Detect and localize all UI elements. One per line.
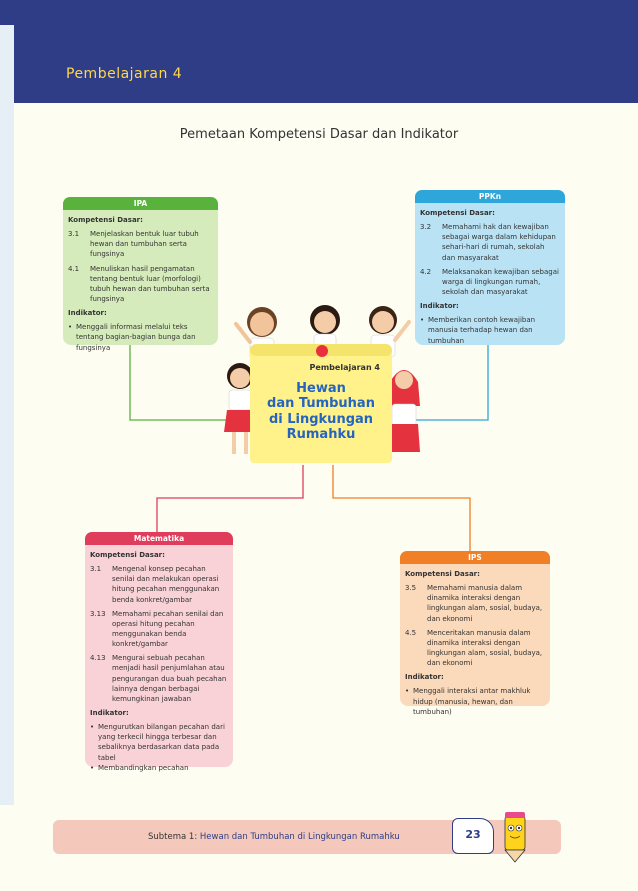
kd-text: Memahami manusia dalam dinamika interaks…: [427, 584, 543, 623]
kd-text: Memahami hak dan kewajiban sebagai warga…: [442, 223, 556, 262]
kd-text: Menceritakan manusia dalam dinamika inte…: [427, 628, 543, 668]
list-item: • Mengurutkan bilangan pecahan dari yang…: [90, 722, 227, 763]
center-poster: Pembelajaran 4 Hewan dan Tumbuhan di Lin…: [250, 344, 392, 463]
child-illustration-girl-left: [224, 363, 256, 454]
list-item: 3.1 Menjelaskan bentuk luar tubuh hewan …: [68, 229, 212, 259]
list-item: 3.2 Memahami hak dan kewajiban sebagai w…: [420, 222, 559, 263]
list-item: 4.13 Mengurai sebuah pecahan menjadi has…: [90, 653, 227, 704]
matematika-indicator-label: Indikator:: [90, 708, 129, 717]
list-item: 4.2 Melaksanakan kewajiban sebagai warga…: [420, 267, 559, 297]
bullet-icon: •: [90, 763, 95, 772]
ips-indicator-label: Indikator:: [405, 673, 444, 682]
center-lesson-label: Pembelajaran 4: [309, 363, 380, 372]
ppkn-indicator-label: Indikator:: [420, 302, 459, 311]
bullet-icon: •: [405, 687, 410, 696]
center-title-line: dan Tumbuhan: [267, 396, 375, 412]
center-title-line: di Lingkungan: [268, 411, 374, 427]
kd-number: 4.2: [420, 267, 432, 276]
kd-number: 3.5: [405, 584, 417, 593]
connector-ips: [332, 465, 471, 551]
list-item: • Membandingkan pecahan: [90, 763, 227, 773]
kd-text: Mengurai sebuah pecahan menjadi hasil pe…: [112, 654, 227, 703]
center-title-line: Hewan: [296, 381, 346, 396]
side-strip: [0, 25, 14, 805]
kd-text: Menjelaskan bentuk luar tubuh hewan dan …: [90, 230, 199, 259]
list-item: 4.5 Menceritakan manusia dalam dinamika …: [405, 628, 544, 669]
list-item: • Memberikan contoh kewajiban manusia te…: [420, 315, 559, 345]
indicator-text: Menggali interaksi antar makhluk hidup (…: [413, 687, 531, 716]
kd-text: Mengenal konsep pecahan senilai dan mela…: [112, 565, 220, 604]
kd-number: 4.13: [90, 654, 106, 663]
indicator-text: Menggali informasi melalui teks tentang …: [76, 323, 196, 352]
indicator-text: Memberikan contoh kewajiban manusia terh…: [428, 316, 536, 345]
list-item: 3.5 Memahami manusia dalam dinamika inte…: [405, 583, 544, 624]
matematika-card: Matematika Kompetensi Dasar: 3.1 Mengena…: [85, 532, 233, 772]
matematika-kd-label: Kompetensi Dasar:: [90, 551, 165, 559]
matematika-title: Matematika: [85, 532, 233, 545]
page-number: 23: [452, 818, 494, 854]
pencil-mascot-icon: [504, 812, 526, 863]
connector-matematika: [156, 465, 304, 532]
list-item: 3.1 Mengenal konsep pecahan senilai dan …: [90, 564, 227, 605]
kd-text: Melaksanakan kewajiban sebagai warga di …: [442, 267, 559, 296]
bullet-icon: •: [68, 323, 73, 332]
center-title-line: Rumahku: [286, 426, 356, 442]
ipa-kd-label: Kompetensi Dasar:: [68, 216, 143, 224]
footer-subtheme: Subtema 1: Hewan dan Tumbuhan di Lingkun…: [148, 832, 400, 842]
ipa-indicator-label: Indikator:: [68, 309, 107, 318]
bullet-icon: •: [420, 316, 425, 325]
child-illustration-girl-hijab: [388, 370, 420, 452]
kd-number: 4.5: [405, 628, 417, 637]
ips-title: IPS: [400, 551, 550, 564]
ips-kd-label: Kompetensi Dasar:: [405, 570, 480, 578]
kd-number: 3.1: [90, 565, 102, 574]
list-item: • Menggali interaksi antar makhluk hidup…: [405, 686, 544, 716]
kd-number: 3.2: [420, 223, 432, 232]
ipa-title: IPA: [63, 197, 218, 210]
kd-text: Memahami pecahan senilai dan operasi hit…: [112, 609, 224, 649]
indicator-text: Mengurutkan bilangan pecahan dari yang t…: [98, 723, 225, 762]
footer-prefix: Subtema 1:: [148, 832, 200, 842]
kd-number: 4.1: [68, 264, 80, 273]
ips-card: IPS Kompetensi Dasar: 3.5 Memahami manus…: [400, 551, 550, 716]
page-title: Pemetaan Kompetensi Dasar dan Indikator: [179, 127, 459, 142]
kd-text: Menuliskan hasil pengamatan tentang bent…: [90, 264, 210, 303]
list-item: 3.13 Memahami pecahan senilai dan operas…: [90, 609, 227, 650]
footer-subtitle: Hewan dan Tumbuhan di Lingkungan Rumahku: [199, 832, 400, 842]
indicator-text: Membandingkan pecahan: [98, 763, 189, 772]
ppkn-title: PPKn: [415, 190, 565, 203]
ppkn-kd-label: Kompetensi Dasar:: [420, 209, 495, 217]
list-item: 4.1 Menuliskan hasil pengamatan tentang …: [68, 264, 212, 305]
ppkn-card: PPKn Kompetensi Dasar: 3.2 Memahami hak …: [415, 190, 565, 345]
kd-number: 3.13: [90, 609, 106, 618]
kd-number: 3.1: [68, 230, 80, 239]
header-bar: [0, 0, 638, 103]
lesson-heading: Pembelajaran 4: [66, 66, 183, 82]
bullet-icon: •: [90, 723, 95, 732]
center-theme-title: Hewan dan Tumbuhan di Lingkungan Rumahku: [250, 381, 392, 442]
pin-icon: [316, 345, 328, 357]
list-item: • Menggali informasi melalui teks tentan…: [68, 322, 212, 352]
ipa-card: IPA Kompetensi Dasar: 3.1 Menjelaskan be…: [63, 197, 218, 352]
